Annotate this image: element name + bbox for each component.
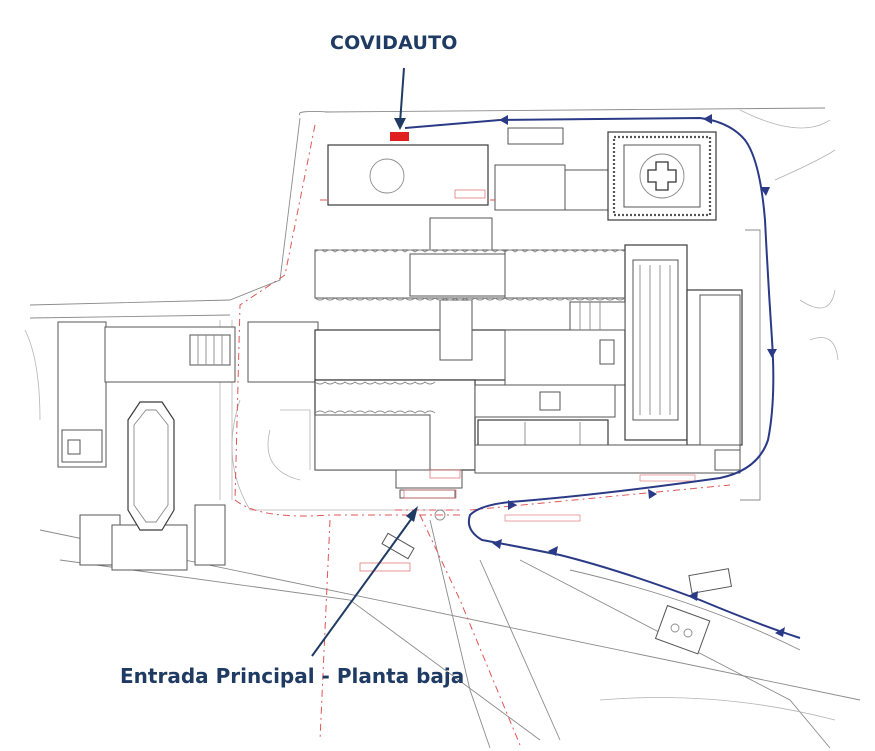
covidauto-marker[interactable] xyxy=(390,132,409,141)
main-hospital-buildings xyxy=(314,127,743,499)
entrada-label: Entrada Principal - Planta baja xyxy=(120,664,465,688)
west-buildings xyxy=(57,321,319,571)
entrada-pointer xyxy=(311,517,413,657)
helipad-cross-icon xyxy=(607,131,717,221)
route-path xyxy=(404,116,801,639)
canopy-edges xyxy=(314,249,626,414)
covidauto-pointer-arrow xyxy=(394,118,406,130)
covidauto-label: COVIDAUTO xyxy=(330,32,458,54)
arrowhead-icon xyxy=(492,114,785,637)
red-annotation-boxes xyxy=(359,189,696,572)
covidauto-pointer xyxy=(399,67,405,124)
entrada-pointer-arrow xyxy=(406,506,418,522)
southeast-structures xyxy=(381,509,733,655)
